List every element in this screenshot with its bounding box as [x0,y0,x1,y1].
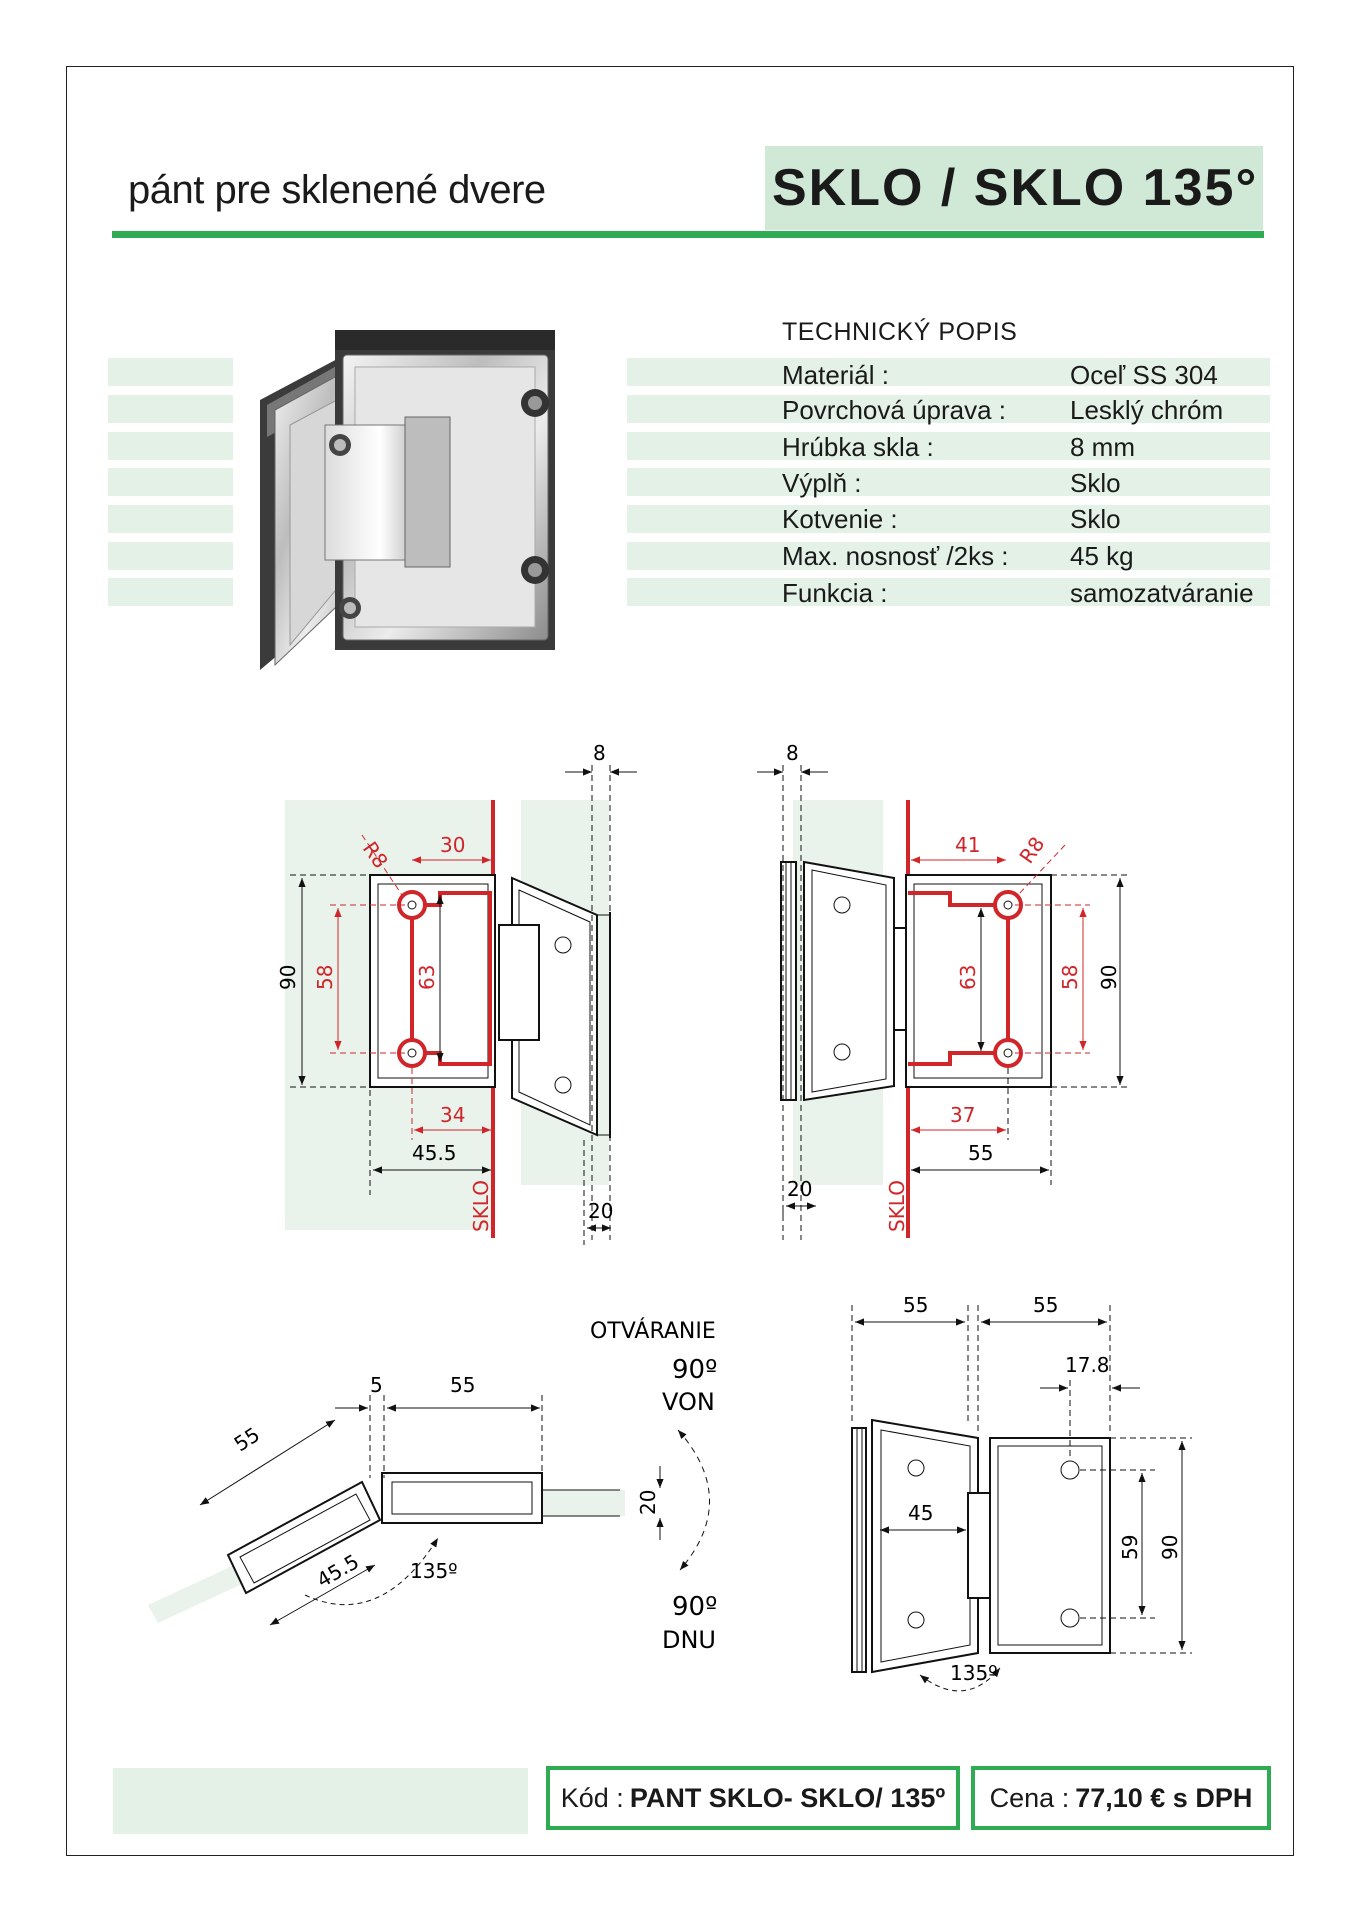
price-label: Cena : [989,1782,1070,1813]
title-background [765,146,1263,230]
dim-label: 45.5 [412,1141,457,1165]
spec-row-thickness: Hrúbka skla : 8 mm [782,432,1262,462]
band-left [108,358,233,386]
spec-value: 45 kg [1070,541,1134,571]
out-label: VON [662,1388,715,1416]
dim-label: 90 [276,965,300,990]
dim-label: 58 [313,965,337,990]
drawing-plan-view: 5 55 55 20 45.5 135º OTVÁRANIE 90º VON 9… [148,1318,717,1654]
spec-row-surface: Povrchová úprava : Lesklý chróm [782,395,1262,425]
dim-label: 37 [950,1103,975,1127]
spec-label: Materiál : [782,360,889,390]
spec-row-function: Funkcia : samozatváranie [782,578,1262,608]
footer-fill [113,1768,528,1834]
page-subtitle: pánt pre sklenené dvere [128,168,546,212]
spec-label: Hrúbka skla : [782,432,934,462]
dim-label: 55 [230,1422,264,1456]
spec-label: Povrchová úprava : [782,395,1007,425]
specs-heading: TECHNICKÝ POPIS [782,318,1018,346]
band-left [108,578,233,606]
spec-label: Max. nosnosť /2ks : [782,541,1009,571]
dim-label: R8 [1014,832,1049,868]
spec-value: Sklo [1070,504,1121,534]
dim-label: 20 [588,1199,613,1223]
price-box: Cena : 77,10 € s DPH [971,1766,1271,1830]
opening-label: OTVÁRANIE [590,1318,716,1344]
dim-label: 58 [1058,965,1082,990]
band-right [627,395,1270,423]
dim-label: 55 [903,1293,928,1317]
drawing-right-elevation: 8 41 R8 63 58 90 37 55 SKLO 20 [757,741,1130,1240]
spec-value: samozatváranie [1070,578,1254,608]
title-rule [112,231,1264,238]
glass-label: SKLO [469,1180,493,1232]
dim-label: 55 [968,1141,993,1165]
dim-label: 17.8 [1065,1353,1110,1377]
angle-label: 135º [950,1661,998,1685]
dim-label: 8 [786,741,799,765]
spec-value: 8 mm [1070,432,1135,462]
band-right [627,468,1270,496]
spec-label: Výplň : [782,468,862,498]
spec-label: Kotvenie : [782,504,898,534]
drawing-front-view: 55 55 17.8 45 59 90 135º [851,1293,1192,1692]
angle-label: 135º [410,1559,458,1583]
dim-label: 30 [440,833,465,857]
spec-row-fill: Výplň : Sklo [782,468,1262,498]
band-left [108,395,233,423]
spec-value: Lesklý chróm [1070,395,1224,425]
band-right [627,505,1270,533]
band-right [627,432,1270,460]
dim-label: 41 [955,833,980,857]
spec-row-load: Max. nosnosť /2ks : 45 kg [782,541,1262,571]
dim-label: 59 [1118,1535,1142,1560]
in-label: DNU [662,1626,716,1654]
code-label: Kód : [560,1782,624,1813]
product-code-box: Kód : PANT SKLO- SKLO/ 135º [546,1766,960,1830]
dim-label: 90 [1097,965,1121,990]
dim-label: 90 [1158,1535,1182,1560]
spec-label: Funkcia : [782,578,888,608]
hinge-photo [260,330,555,670]
band-right [627,542,1270,570]
dim-label: 63 [956,965,980,990]
dim-label: 55 [1033,1293,1058,1317]
dim-label: 5 [370,1373,383,1397]
dim-label: 55 [450,1373,475,1397]
page-frame [66,66,1294,1856]
dim-label: 20 [787,1177,812,1201]
dim-label: 20 [636,1490,660,1515]
glass-label: SKLO [885,1180,909,1232]
band-left [108,505,233,533]
price-value: 77,10 € s DPH [1075,1782,1253,1813]
dim-label: 63 [415,965,439,990]
dim-label: 34 [440,1103,465,1127]
spec-value: Oceľ SS 304 [1070,360,1218,390]
band-left [108,542,233,570]
dim-label: 8 [593,741,606,765]
band-right [627,358,1270,386]
out-degrees: 90º [672,1355,717,1385]
band-left [108,468,233,496]
spec-value: Sklo [1070,468,1121,498]
band-left [108,432,233,460]
spec-row-material: Materiál : Oceľ SS 304 [782,360,1262,390]
in-degrees: 90º [672,1592,717,1622]
drawing-left-elevation: 8 90 58 63 30 R8 34 45.5 SKLO 20 [276,741,637,1245]
band-right [627,578,1270,606]
spec-row-anchoring: Kotvenie : Sklo [782,504,1262,534]
page-title: SKLO / SKLO 135° [772,159,1259,217]
code-value: PANT SKLO- SKLO/ 135º [629,1782,946,1813]
dim-label: 45 [908,1501,933,1525]
